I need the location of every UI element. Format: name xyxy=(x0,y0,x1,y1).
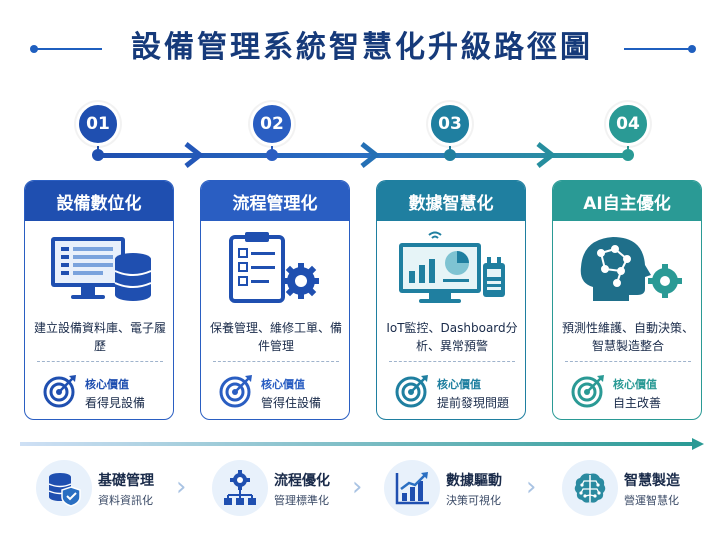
divider xyxy=(213,361,339,362)
timeline: 01 02 03 04 xyxy=(0,100,724,170)
stage-card-title: 設備數位化 xyxy=(25,181,173,221)
gear-flow-icon xyxy=(224,470,256,505)
core-value-label: 核心價值 xyxy=(85,378,129,391)
stage-card-title: 數據智慧化 xyxy=(377,181,525,221)
stage-card-description: IoT監控、Dashboard分析、異常預警 xyxy=(386,321,518,353)
core-value-label: 核心價值 xyxy=(613,378,657,391)
summary-title: 智慧製造 xyxy=(624,473,680,489)
core-value-text: 提前發現問題 xyxy=(437,396,510,410)
target-icon xyxy=(395,375,428,408)
divider xyxy=(389,361,515,362)
summary-subtitle: 資料資訊化 xyxy=(98,494,153,507)
chevron-right-icon: › xyxy=(176,472,187,502)
title-deco-dot-right xyxy=(688,45,696,53)
core-value-text: 管得住設備 xyxy=(261,396,322,410)
chevron-right-icon: › xyxy=(352,472,363,502)
growth-chart-icon xyxy=(395,472,429,505)
stage-number-3: 03 xyxy=(428,102,472,146)
core-value-label: 核心價值 xyxy=(261,378,305,391)
divider xyxy=(37,361,163,362)
stage-card-description: 建立設備資料庫、電子履歷 xyxy=(33,321,166,353)
title-row: 設備管理系統智慧化升級路徑圖 xyxy=(0,14,724,70)
summary-subtitle: 決策可視化 xyxy=(446,494,501,507)
divider xyxy=(565,361,691,362)
stage-card-3: 數據智慧化 IoT監控、Dashboard分析、異常預警 核心價值 提前發現問題 xyxy=(376,180,526,420)
core-value-text: 自主改善 xyxy=(613,396,662,410)
target-icon xyxy=(43,375,76,408)
stage-number-1: 01 xyxy=(76,102,120,146)
dashboard-sensor-icon xyxy=(399,231,505,303)
stage-card-2: 流程管理化 保養管理、維修工單、備件管理 核心價值 管得住設備 xyxy=(200,180,350,420)
title-deco-line-left xyxy=(36,48,102,50)
stage-card-title: 流程管理化 xyxy=(201,181,349,221)
summary-title: 基礎管理 xyxy=(98,473,154,489)
target-icon xyxy=(219,375,252,408)
clipboard-gear-icon xyxy=(229,232,319,303)
ai-head-gear-icon xyxy=(580,237,682,301)
stage-card-1: 設備數位化 建立設備資料庫、電子履歷 核心價值 看得見設備 xyxy=(24,180,174,420)
brain-chip-icon xyxy=(574,473,606,503)
target-icon xyxy=(571,375,604,408)
title-deco-dot-left xyxy=(30,45,38,53)
database-monitor-icon xyxy=(51,237,152,301)
stage-card-4: AI自主優化 預測性維護、自動決策、智慧製造整合 核心價值 自主改善 xyxy=(552,180,702,420)
stage-number-4: 04 xyxy=(606,102,650,146)
summary-subtitle: 營運智慧化 xyxy=(624,494,679,507)
stage-number-2: 02 xyxy=(250,102,294,146)
summary-title: 數據驅動 xyxy=(446,473,502,489)
title-deco-line-right xyxy=(624,48,690,50)
summary-subtitle: 管理標準化 xyxy=(274,494,329,507)
summary-title: 流程優化 xyxy=(274,473,330,489)
page-title: 設備管理系統智慧化升級路徑圖 xyxy=(131,30,593,65)
stage-card-description: 保養管理、維修工單、備件管理 xyxy=(209,321,342,353)
core-value-text: 看得見設備 xyxy=(85,396,146,410)
summary-row: 基礎管理 資料資訊化 › 流程優化 管理標準化 xyxy=(0,458,724,528)
database-shield-icon xyxy=(48,473,81,507)
progress-arrow xyxy=(20,438,704,450)
stage-card-title: AI自主優化 xyxy=(553,181,701,221)
stage-card-description: 預測性維護、自動決策、智慧製造整合 xyxy=(561,321,694,353)
chevron-right-icon: › xyxy=(526,472,537,502)
core-value-label: 核心價值 xyxy=(437,378,481,391)
timeline-connector xyxy=(92,142,634,168)
